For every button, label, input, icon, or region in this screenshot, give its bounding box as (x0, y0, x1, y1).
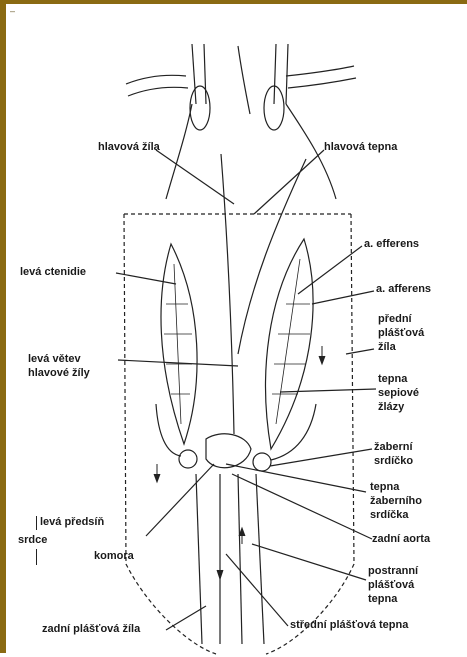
label-tepna-sepiove-2: sepiové (378, 387, 419, 399)
siphon (238, 46, 250, 114)
right-ctenidium-shape (266, 239, 313, 449)
label-zaberni-1: žaberní (374, 441, 413, 453)
label-zadni-plastova-zila: zadní plášťová žíla (42, 623, 140, 635)
cephalic-artery (238, 159, 306, 354)
label-stredni-plastova-tepna: střední plášťová tepna (290, 619, 408, 631)
label-srdce: srdce (18, 534, 47, 546)
label-leva-vetev-2: hlavové žíly (28, 367, 90, 379)
label-a-efferens: a. efferens (364, 238, 419, 250)
label-tepna-sepiove-1: tepna (378, 373, 407, 385)
ventricle (206, 434, 251, 468)
label-leva-ctenidie: levá ctenidie (20, 266, 86, 278)
label-predni-2: plášťová (378, 327, 424, 339)
label-tepna-zaberniho-3: srdíčka (370, 509, 409, 521)
bracket-bottom (36, 549, 37, 565)
left-eye-vessel (190, 86, 210, 130)
top-right-vessel (286, 66, 354, 76)
right-branchial-heart (253, 453, 271, 471)
label-zaberni-2: srdíčko (374, 455, 413, 467)
bracket-top (36, 516, 37, 530)
label-postranni-2: plášťová (368, 579, 414, 591)
label-a-afferens: a. afferens (376, 283, 431, 295)
left-ctenidium-shape (161, 244, 197, 444)
mantle-left (124, 214, 216, 654)
label-predni-1: přední (378, 313, 412, 325)
label-tepna-sepiove-3: žlázy (378, 401, 404, 413)
label-komora: komora (94, 550, 134, 562)
label-tepna-zaberniho-1: tepna (370, 481, 399, 493)
label-hlavova-zila: hlavová žíla (98, 141, 160, 153)
label-zadni-aorta: zadní aorta (372, 533, 430, 545)
left-branchial-heart (179, 450, 197, 468)
label-postranni-1: postranní (368, 565, 418, 577)
label-leva-vetev-1: levá větev (28, 353, 81, 365)
top-left-vessel (126, 75, 186, 84)
label-leva-predsin: levá předsíň (40, 516, 104, 528)
leader-hlavova-tepna (254, 150, 324, 214)
label-tepna-zaberniho-2: žaberního (370, 495, 422, 507)
label-predni-3: žíla (378, 341, 396, 353)
label-postranni-3: tepna (368, 593, 397, 605)
label-hlavova-tepna: hlavová tepna (324, 141, 397, 153)
